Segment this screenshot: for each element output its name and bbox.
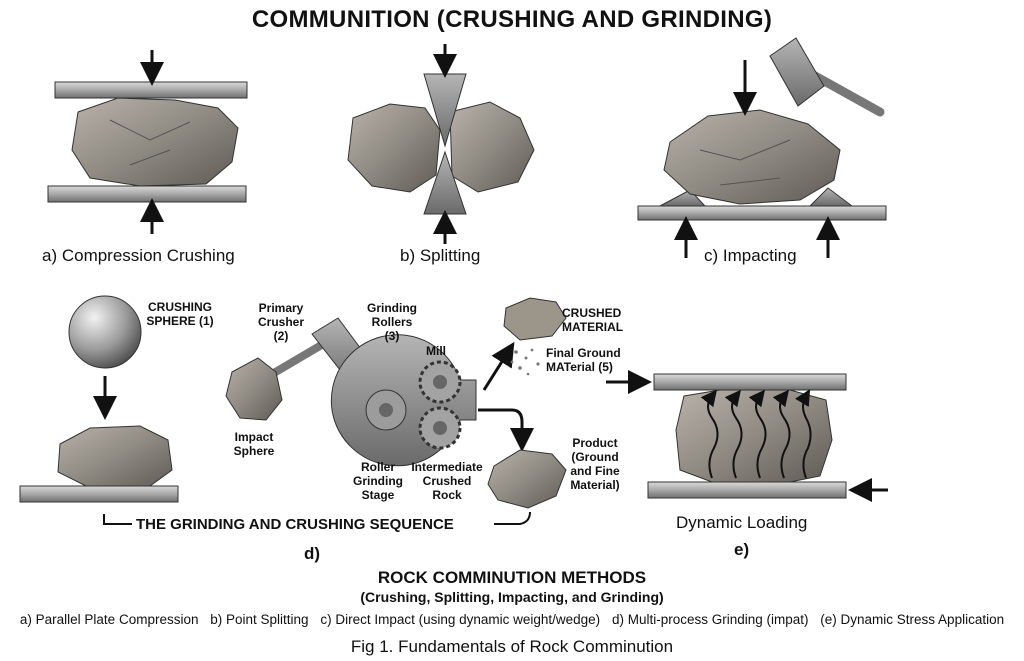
caption-e: Dynamic Loading bbox=[676, 513, 808, 532]
panel-e-dynamic bbox=[606, 370, 888, 502]
gear-icon bbox=[418, 360, 462, 404]
top-plate bbox=[653, 373, 847, 391]
crushed-rock bbox=[57, 425, 173, 489]
legend-item: a) Parallel Plate Compression bbox=[19, 612, 199, 627]
crushed-material bbox=[503, 297, 567, 341]
rock-right bbox=[449, 101, 535, 193]
rock bbox=[71, 97, 239, 187]
panel-c-impacting bbox=[637, 37, 887, 258]
base-plate bbox=[19, 485, 179, 503]
rock-left bbox=[347, 103, 441, 193]
hammer-icon bbox=[769, 37, 885, 117]
methods-title: ROCK COMMINUTION METHODS bbox=[377, 568, 647, 587]
panel-b-splitting bbox=[347, 44, 535, 244]
product-rock bbox=[487, 449, 567, 509]
up-right-arrow-icon bbox=[482, 341, 515, 391]
stress-waves bbox=[700, 389, 812, 479]
caption-b: b) Splitting bbox=[400, 246, 481, 265]
rock bbox=[675, 389, 833, 483]
panel-d-letter: d) bbox=[304, 544, 321, 563]
crushing-sphere bbox=[68, 295, 142, 369]
legend-item: c) Direct Impact (using dynamic weight/w… bbox=[320, 612, 601, 627]
panel-a-compression bbox=[47, 50, 248, 234]
right-wedge bbox=[808, 187, 854, 207]
gear-icon bbox=[418, 406, 462, 450]
down-arrow-icon bbox=[478, 408, 534, 452]
sequence-bracket bbox=[103, 511, 531, 525]
label-mill: Mill bbox=[426, 344, 446, 358]
panel-e-letter: e) bbox=[734, 540, 750, 559]
caption-a: a) Compression Crushing bbox=[42, 246, 235, 265]
caption-c: c) Impacting bbox=[704, 246, 797, 265]
legend-item: d) Multi-process Grinding (impat) bbox=[611, 612, 809, 627]
figure-caption: Fig 1. Fundamentals of Rock Comminution bbox=[350, 637, 674, 656]
rock bbox=[663, 109, 841, 205]
bottom-plate bbox=[647, 481, 847, 499]
top-plate bbox=[54, 81, 248, 99]
impact-rock bbox=[225, 357, 283, 421]
bottom-plate bbox=[47, 185, 247, 203]
legend-item: (e) Dynamic Stress Application bbox=[820, 612, 1005, 627]
fine-particles bbox=[510, 348, 540, 376]
methods-legend: a) Parallel Plate Compression b) Point S… bbox=[0, 612, 1024, 627]
panel-d-sequence bbox=[19, 295, 567, 525]
diagram-title: COMMUNITION (CRUSHING AND GRINDING) bbox=[251, 6, 773, 33]
legend-item: b) Point Splitting bbox=[210, 612, 309, 627]
base-plate bbox=[637, 205, 887, 221]
methods-subtitle: (Crushing, Splitting, Impacting, and Gri… bbox=[360, 589, 664, 605]
sequence-label: THE GRINDING AND CRUSHING SEQUENCE bbox=[136, 516, 454, 533]
